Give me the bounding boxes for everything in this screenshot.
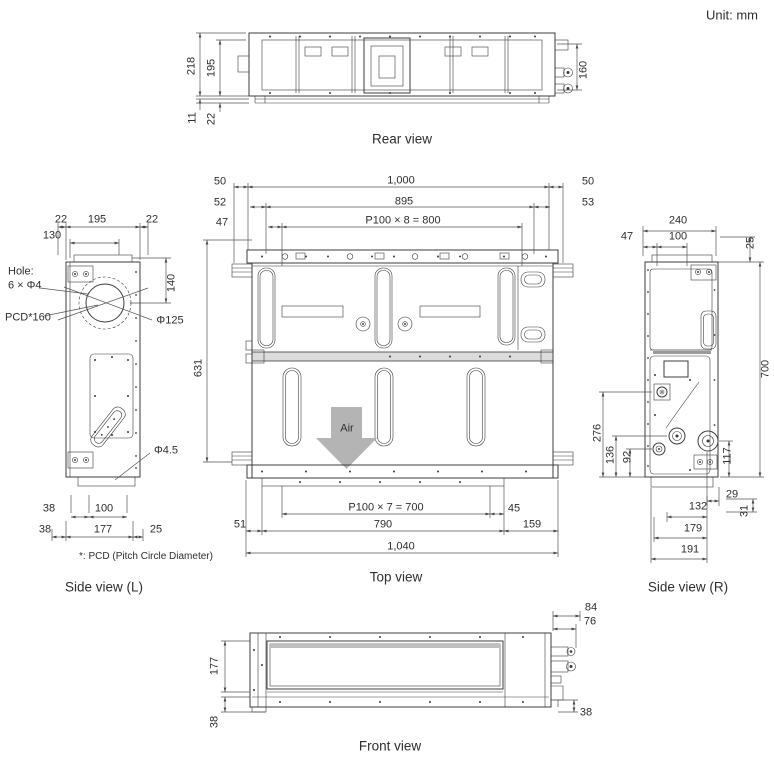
top-view-drawing bbox=[203, 183, 574, 557]
side-view-right-drawing bbox=[599, 226, 764, 563]
sidel-dim-22b: 22 bbox=[145, 213, 159, 226]
front-view-drawing bbox=[221, 611, 581, 713]
sidel-hole-note-line2: 6 × Φ4 bbox=[8, 279, 42, 292]
side-view-left-drawing bbox=[39, 223, 171, 541]
front-dim-84: 84 bbox=[584, 601, 598, 614]
sider-dim-136: 136 bbox=[604, 445, 617, 465]
top-dim-53: 53 bbox=[581, 196, 595, 209]
top-dim-631: 631 bbox=[192, 358, 205, 378]
top-dim-51: 51 bbox=[233, 518, 247, 531]
sidel-dim-38b: 38 bbox=[38, 523, 52, 536]
sidel-dim-phi125: Φ125 bbox=[156, 314, 184, 327]
top-dim-45: 45 bbox=[507, 502, 521, 515]
rear-dim-195: 195 bbox=[205, 58, 218, 78]
sidel-dim-38a: 38 bbox=[42, 502, 56, 515]
sider-dim-132: 132 bbox=[688, 500, 708, 513]
sidel-dim-phi45: Φ4.5 bbox=[153, 444, 179, 457]
unit-label: Unit: mm bbox=[706, 7, 758, 23]
sidel-hole-note-line1: Hole: bbox=[8, 265, 34, 278]
sider-dim-276: 276 bbox=[591, 423, 604, 443]
air-label: Air bbox=[340, 422, 354, 435]
top-dim-50-left: 50 bbox=[213, 175, 227, 188]
sider-dim-25: 25 bbox=[744, 236, 757, 250]
top-dim-52: 52 bbox=[213, 196, 227, 209]
rear-dim-218: 218 bbox=[185, 56, 198, 76]
top-dim-895: 895 bbox=[394, 195, 414, 208]
sider-dim-31: 31 bbox=[738, 504, 751, 518]
top-dim-50-right: 50 bbox=[581, 175, 595, 188]
side-view-right-title: Side view (R) bbox=[647, 579, 729, 595]
sidel-dim-25: 25 bbox=[149, 523, 163, 536]
sidel-dim-177: 177 bbox=[93, 523, 113, 536]
sider-dim-47: 47 bbox=[620, 230, 634, 243]
sider-dim-191: 191 bbox=[680, 543, 700, 556]
sider-dim-117: 117 bbox=[721, 447, 734, 465]
pcd-footnote: *: PCD (Pitch Circle Diameter) bbox=[79, 551, 213, 562]
front-dim-38-right: 38 bbox=[579, 706, 593, 719]
side-view-left-title: Side view (L) bbox=[64, 579, 144, 595]
sider-dim-92: 92 bbox=[621, 450, 634, 464]
rear-view-drawing bbox=[196, 32, 582, 112]
top-dim-p100x8: P100 × 8 = 800 bbox=[365, 214, 441, 227]
sider-dim-100: 100 bbox=[668, 230, 688, 243]
sider-dim-29: 29 bbox=[725, 488, 739, 501]
sider-dim-700: 700 bbox=[759, 359, 772, 379]
rear-dim-11: 11 bbox=[186, 112, 199, 124]
front-dim-76: 76 bbox=[583, 615, 597, 628]
top-dim-159: 159 bbox=[522, 518, 542, 531]
rear-dim-160: 160 bbox=[577, 60, 590, 80]
top-dim-1040: 1,040 bbox=[387, 540, 415, 553]
front-dim-177: 177 bbox=[208, 656, 221, 676]
sidel-dim-100: 100 bbox=[94, 502, 114, 515]
sidel-dim-130: 130 bbox=[42, 229, 62, 242]
top-dim-47: 47 bbox=[215, 216, 229, 229]
rear-view-title: Rear view bbox=[371, 131, 433, 147]
sider-dim-179: 179 bbox=[683, 522, 703, 535]
sider-dim-240: 240 bbox=[668, 214, 688, 227]
top-dim-790: 790 bbox=[373, 518, 393, 531]
air-flow-arrow bbox=[316, 407, 377, 469]
top-view-title: Top view bbox=[369, 569, 423, 585]
front-view-title: Front view bbox=[358, 738, 422, 754]
sidel-dim-140: 140 bbox=[165, 273, 178, 293]
top-dim-p100x7: P100 × 7 = 700 bbox=[348, 501, 424, 514]
top-dim-1000: 1,000 bbox=[387, 174, 415, 187]
sidel-pcd-label: PCD*160 bbox=[5, 311, 51, 324]
rear-dim-22: 22 bbox=[205, 112, 218, 126]
sidel-dim-22a: 22 bbox=[54, 213, 68, 226]
front-dim-38-left: 38 bbox=[208, 715, 221, 729]
sidel-dim-195: 195 bbox=[87, 213, 107, 226]
